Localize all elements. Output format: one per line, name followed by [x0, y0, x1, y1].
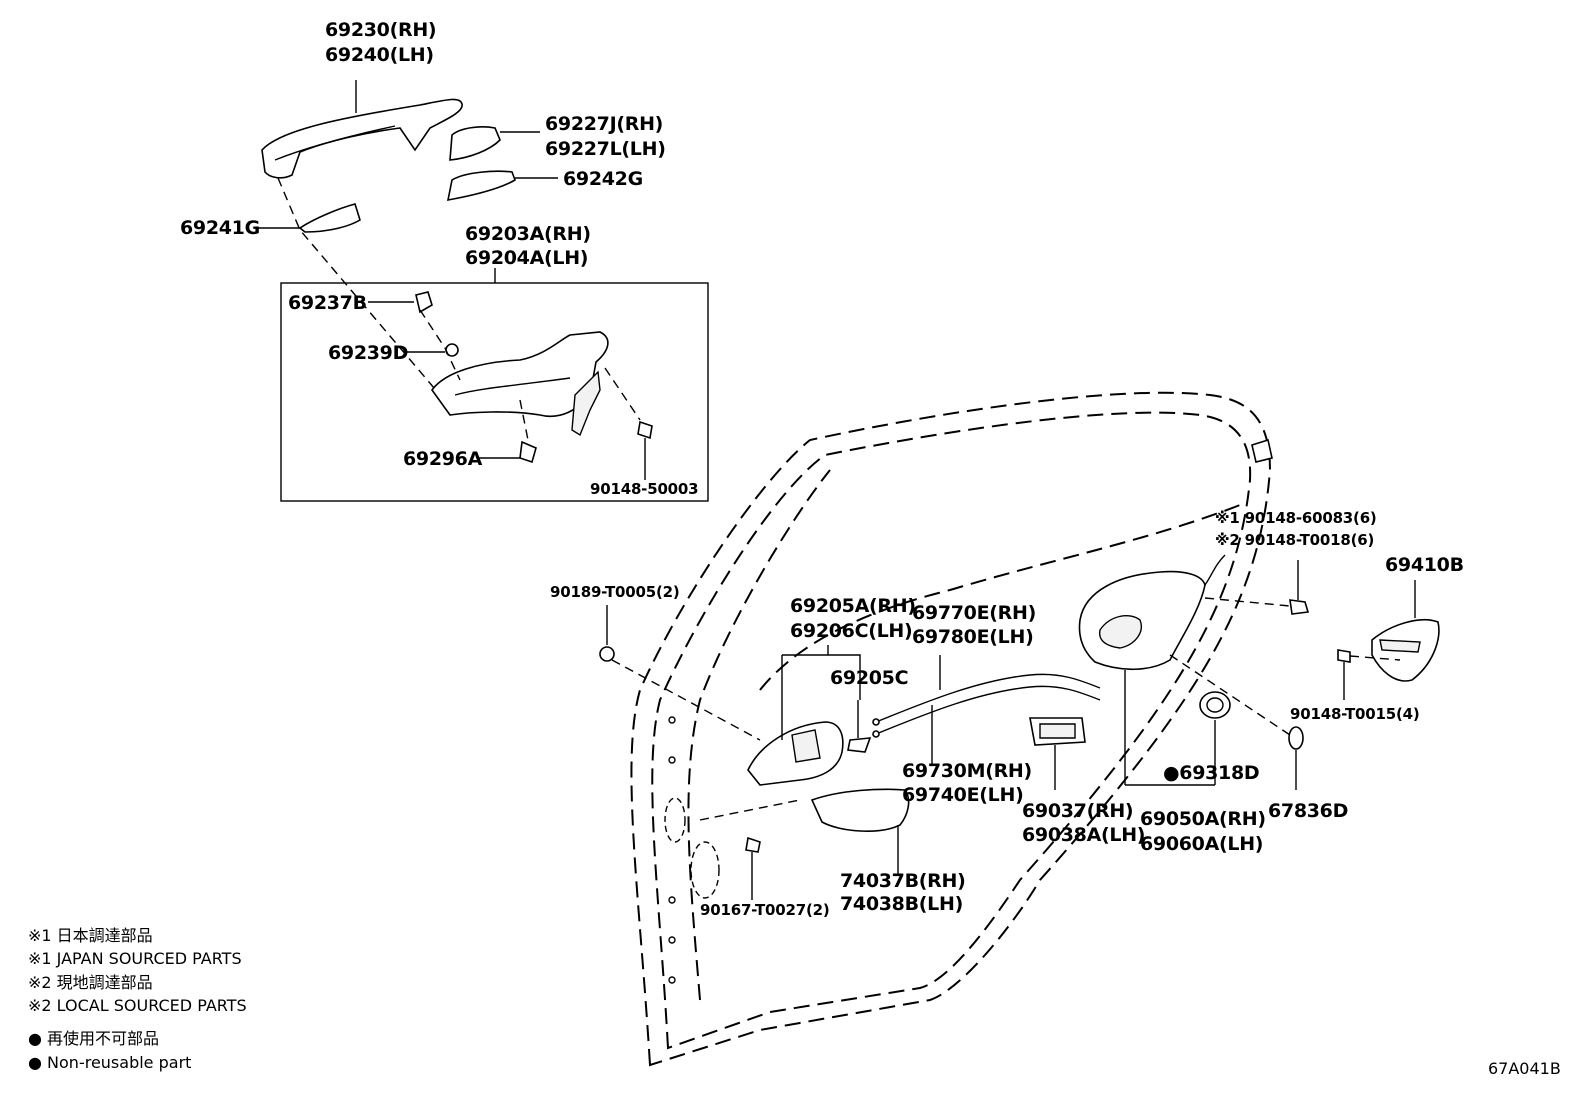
- handle-cover: [449, 126, 540, 161]
- label-gasket-241: 69241G: [180, 217, 260, 239]
- striker-screw: [1337, 649, 1351, 700]
- gasket-69241g: [258, 203, 361, 233]
- outside-handle: [261, 80, 463, 179]
- door-bezel: [810, 788, 910, 875]
- label-note1-screw: ※1 90148-60083(6): [1215, 509, 1377, 527]
- inner-handle: [747, 645, 872, 786]
- door-lock: [1078, 554, 1226, 786]
- label-lock-rh: 69050A(RH): [1140, 808, 1266, 830]
- screw-t0027: [745, 836, 761, 900]
- legend-line-2: ※1 JAPAN SOURCED PARTS: [28, 949, 242, 968]
- label-69205c: 69205C: [830, 667, 908, 689]
- frame-assembly: [368, 291, 653, 480]
- label-motor-lh: 69038A(LH): [1022, 824, 1145, 846]
- label-gasket-242: 69242G: [563, 168, 643, 190]
- legend: ※1 日本調達部品 ※1 JAPAN SOURCED PARTS ※2 現地調達…: [28, 926, 247, 1072]
- gasket-69242g: [446, 170, 558, 201]
- label-cover-rh: 69227J(RH): [545, 113, 663, 135]
- label-frame-lh: 69204A(LH): [465, 247, 588, 269]
- striker: [1371, 580, 1440, 682]
- label-clip-t0005: 90189-T0005(2): [550, 583, 680, 601]
- label-bezel-rh: 74037B(RH): [840, 870, 965, 892]
- label-inner-rh: 69205A(RH): [790, 595, 916, 617]
- label-screw-50003: 90148-50003: [590, 480, 698, 498]
- legend-line-3: ※2 現地調達部品: [28, 973, 153, 992]
- label-cover-lh: 69227L(LH): [545, 138, 666, 160]
- legend-line-6: ● Non-reusable part: [28, 1053, 191, 1072]
- grommet-67836d: [1288, 726, 1304, 790]
- legend-line-4: ※2 LOCAL SOURCED PARTS: [28, 996, 247, 1015]
- label-screw-t0027: 90167-T0027(2): [700, 901, 830, 919]
- label-69239d: 69239D: [328, 342, 408, 364]
- label-69237b: 69237B: [288, 292, 367, 314]
- cables: [872, 655, 1101, 765]
- label-grommet: 67836D: [1268, 800, 1348, 822]
- label-cable-rh: 69770E(RH): [912, 602, 1036, 624]
- label-cable-lh: 69780E(LH): [912, 626, 1033, 648]
- door-outline: [630, 391, 1273, 1067]
- label-bezel-lh: 74038B(LH): [840, 893, 963, 915]
- label-note2-screw: ※2 90148-T0018(6): [1215, 531, 1374, 549]
- legend-line-1: ※1 日本調達部品: [28, 926, 153, 945]
- label-handle-lh: 69240(LH): [325, 44, 434, 66]
- label-striker: 69410B: [1385, 554, 1464, 576]
- label-lock-lh: 69060A(LH): [1140, 833, 1263, 855]
- label-handle-rh: 69230(RH): [325, 19, 436, 41]
- label-rod-lh: 69740E(LH): [902, 784, 1023, 806]
- legend-line-5: ● 再使用不可部品: [28, 1029, 159, 1048]
- label-rod-rh: 69730M(RH): [902, 760, 1032, 782]
- lock-screw: [1289, 560, 1310, 615]
- label-seal: ●69318D: [1163, 762, 1259, 784]
- label-motor-rh: 69037(RH): [1022, 800, 1133, 822]
- label-screw-t0015: 90148-T0015(4): [1290, 705, 1420, 723]
- figure-code: 67A041B: [1488, 1059, 1561, 1078]
- label-frame-rh: 69203A(RH): [465, 223, 591, 245]
- label-69296a: 69296A: [403, 448, 483, 470]
- lock-motor: [1029, 717, 1086, 790]
- seal-69318d: [1199, 691, 1231, 785]
- label-inner-lh: 69206C(LH): [790, 620, 912, 642]
